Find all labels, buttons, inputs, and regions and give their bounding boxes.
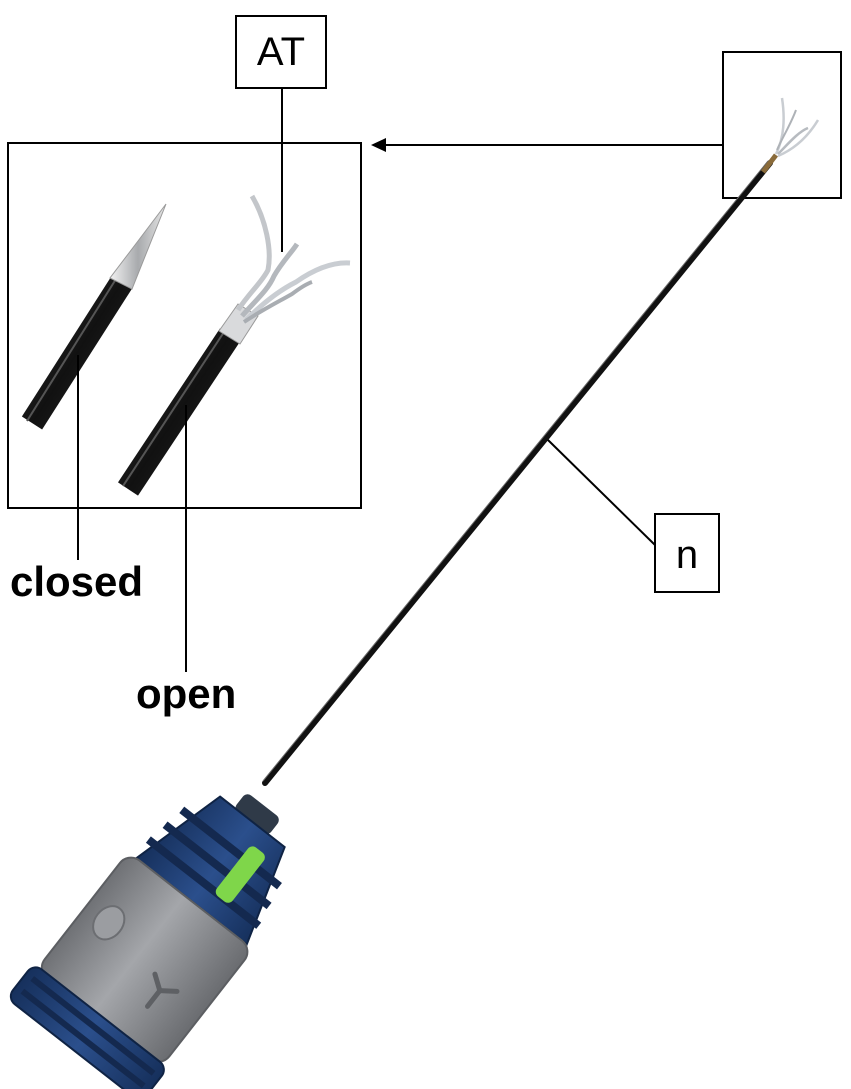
closed-tip-illustration	[21, 203, 167, 430]
instrument-handle	[9, 794, 286, 1089]
arrow-left-icon	[371, 138, 723, 152]
tip-detail-box	[722, 51, 842, 199]
inset-box	[7, 142, 362, 509]
at-label-box	[235, 15, 327, 89]
indicator-window	[215, 846, 265, 903]
n-label-box	[654, 513, 720, 593]
open-label: open	[136, 670, 236, 717]
n-label: n	[676, 533, 698, 577]
y-mark-icon	[144, 971, 180, 1009]
n-leader-line	[547, 439, 656, 546]
open-tip-illustration	[117, 194, 351, 496]
closed-label: closed	[10, 558, 143, 605]
at-label: AT	[257, 30, 305, 74]
instrument-shaft	[262, 160, 773, 786]
small-tip-illustration	[761, 97, 820, 174]
